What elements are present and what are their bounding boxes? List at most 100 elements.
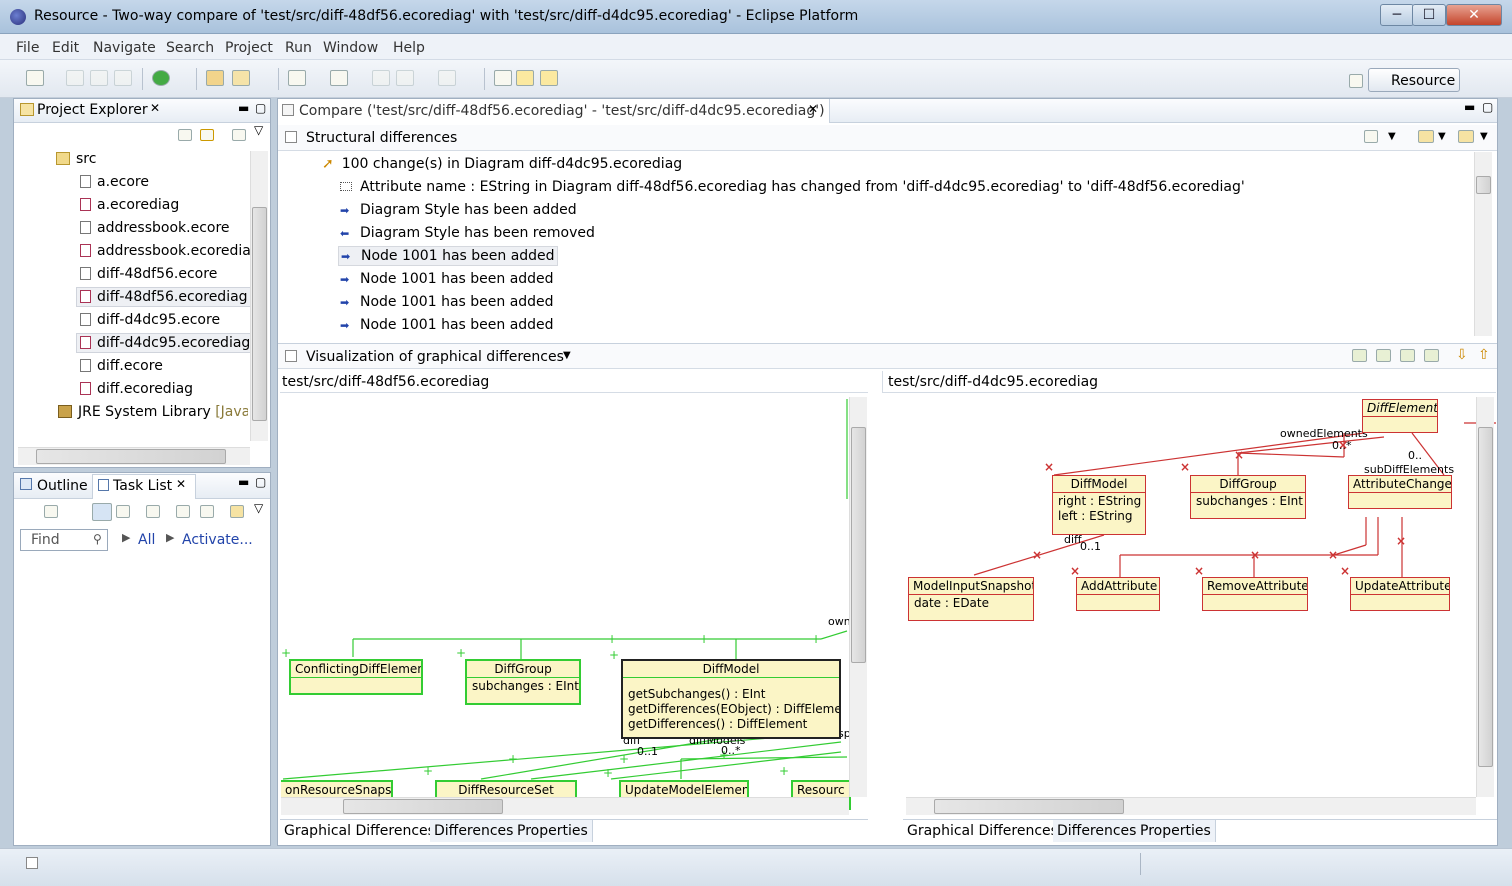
menu-file[interactable]: File xyxy=(16,40,40,56)
left-diagram-vscrollbar[interactable] xyxy=(849,397,867,797)
tree-item[interactable]: diff-48df56.ecore xyxy=(80,266,217,282)
class-conflicting-diff-element[interactable]: ConflictingDiffElement xyxy=(289,659,423,695)
maximize-view-icon[interactable]: ▢ xyxy=(1482,100,1494,114)
next-annotation-icon[interactable] xyxy=(288,70,306,86)
forward-icon[interactable] xyxy=(438,70,456,86)
close-icon[interactable]: ✕ xyxy=(176,477,187,491)
copy-right-icon[interactable] xyxy=(1352,349,1367,362)
right-diagram-hscrollbar[interactable] xyxy=(906,797,1476,815)
menu-edit[interactable]: Edit xyxy=(52,40,80,56)
tab-differences[interactable]: Differences xyxy=(430,820,519,842)
tree-item-src[interactable]: src xyxy=(56,151,96,167)
class-diffmodel-selected[interactable]: DiffModel getSubchanges() : EInt getDiff… xyxy=(621,659,841,739)
prev-diff-icon[interactable]: ⇧ xyxy=(1478,347,1490,363)
hide-completed-icon[interactable] xyxy=(176,505,190,518)
pencil-icon[interactable] xyxy=(232,70,250,86)
left-diagram-hscrollbar[interactable] xyxy=(281,797,849,815)
tab-properties[interactable]: Properties xyxy=(513,820,593,842)
chevron-down-icon[interactable]: ▼ xyxy=(1388,131,1396,142)
tree-item[interactable]: addressbook.ecorediag xyxy=(80,243,260,259)
diff-row[interactable]: Attribute name : EString in Diagram diff… xyxy=(340,179,1245,195)
tree-item[interactable]: a.ecore xyxy=(80,174,149,190)
activate-link[interactable]: Activate... xyxy=(182,532,253,548)
tree-item[interactable]: addressbook.ecore xyxy=(80,220,230,236)
class-remove-attribute[interactable]: RemoveAttribute xyxy=(1202,577,1308,611)
chevron-down-icon[interactable]: ▼ xyxy=(563,350,571,361)
sync-icon[interactable] xyxy=(230,505,244,518)
class-update-attribute[interactable]: UpdateAttribute xyxy=(1350,577,1450,611)
open-folder-icon[interactable] xyxy=(206,70,224,86)
menu-window[interactable]: Window xyxy=(323,40,379,56)
tab-graphical-differences[interactable]: Graphical Differences xyxy=(280,820,440,842)
warning-icon[interactable] xyxy=(516,70,534,86)
diff-row[interactable]: ⬅Diagram Style has been removed xyxy=(340,225,595,241)
class-model-input-snapshot[interactable]: ModelInputSnapshot date : EDate xyxy=(908,577,1034,621)
view-menu-icon[interactable]: ▽ xyxy=(254,123,264,137)
scheduled-icon[interactable] xyxy=(116,505,130,518)
tree-item-selected[interactable]: diff-48df56.ecorediag xyxy=(76,287,252,307)
class-add-attribute[interactable]: AddAttribute xyxy=(1076,577,1160,611)
tree-item-selected[interactable]: diff-d4dc95.ecorediag xyxy=(76,333,255,353)
menu-help[interactable]: Help xyxy=(393,40,425,56)
project-explorer-tab[interactable]: Project Explorer xyxy=(37,102,148,118)
tab-properties[interactable]: Properties xyxy=(1136,820,1216,842)
maximize-view-icon[interactable]: ▢ xyxy=(255,475,267,489)
run-icon[interactable] xyxy=(152,70,170,86)
save-icon[interactable] xyxy=(66,70,84,86)
copy-left-icon[interactable] xyxy=(1376,349,1391,362)
tree-item[interactable]: diff.ecore xyxy=(80,358,163,374)
save-all-icon[interactable] xyxy=(90,70,108,86)
tab-outline[interactable]: Outline xyxy=(37,478,88,494)
explorer-hscrollbar[interactable] xyxy=(18,447,250,465)
tree-item[interactable]: diff.ecorediag xyxy=(80,381,193,397)
tree-item[interactable]: a.ecorediag xyxy=(80,197,179,213)
chevron-down-icon[interactable]: ▼ xyxy=(1438,131,1446,142)
tab-graphical-differences[interactable]: Graphical Differences xyxy=(903,820,1063,842)
maximize-button[interactable]: ☐ xyxy=(1412,4,1446,26)
all-link[interactable]: All xyxy=(138,532,156,548)
fast-view-icon[interactable] xyxy=(26,857,38,869)
diff-row[interactable]: ➡Node 1001 has been added xyxy=(340,271,554,287)
close-icon[interactable]: ✕ xyxy=(808,102,819,116)
tree-item[interactable]: diff-d4dc95.ecore xyxy=(80,312,220,328)
tree-item-jre[interactable]: JRE System Library [JavaSE xyxy=(58,404,248,420)
back-icon[interactable] xyxy=(396,70,414,86)
class-diffgroup[interactable]: DiffGroup subchanges : EInt xyxy=(1190,475,1306,519)
merge-icon[interactable] xyxy=(1418,130,1434,143)
menu-search[interactable]: Search xyxy=(166,40,215,56)
close-button[interactable]: ✕ xyxy=(1446,4,1502,26)
diff-row-selected[interactable]: ➡Node 1001 has been added xyxy=(338,246,558,266)
new-task-icon[interactable] xyxy=(44,505,58,518)
maximize-view-icon[interactable]: ▢ xyxy=(255,101,267,115)
minimize-view-icon[interactable]: ▬ xyxy=(238,475,250,489)
print-icon[interactable] xyxy=(114,70,132,86)
diff-row[interactable]: ➡Node 1001 has been added xyxy=(340,294,554,310)
filter-icon[interactable] xyxy=(232,129,246,141)
focus-icon[interactable] xyxy=(146,505,160,518)
right-diagram-vscrollbar[interactable] xyxy=(1476,397,1494,797)
save-icon[interactable] xyxy=(1364,130,1378,143)
prev-annotation-icon[interactable] xyxy=(330,70,348,86)
view-menu-icon[interactable]: ▽ xyxy=(254,501,264,515)
right-diagram-canvas[interactable]: ×××× ××××××× ownedElements 0..* subDiffE… xyxy=(904,397,1496,817)
minimize-view-icon[interactable]: ▬ xyxy=(238,101,250,115)
categorized-icon[interactable] xyxy=(92,503,112,521)
class-attribute-change[interactable]: AttributeChange xyxy=(1348,475,1452,509)
diagram-icon[interactable] xyxy=(494,70,512,86)
link-editor-icon[interactable] xyxy=(200,129,214,141)
minimize-view-icon[interactable]: ▬ xyxy=(1464,100,1476,114)
collapse-all-icon[interactable] xyxy=(178,129,192,141)
copy-all-right-icon[interactable] xyxy=(1400,349,1415,362)
menu-project[interactable]: Project xyxy=(225,40,273,56)
compare-tab[interactable]: Compare ('test/src/diff-48df56.ecorediag… xyxy=(299,103,825,119)
open-folder-icon[interactable] xyxy=(1458,130,1474,143)
find-input[interactable]: Find ⚲ xyxy=(20,529,108,551)
copy-all-left-icon[interactable] xyxy=(1424,349,1439,362)
menu-navigate[interactable]: Navigate xyxy=(93,40,156,56)
new-icon[interactable] xyxy=(26,70,44,86)
diff-root[interactable]: ➚100 change(s) in Diagram diff-d4dc95.ec… xyxy=(322,156,683,172)
open-perspective-icon[interactable] xyxy=(1349,74,1363,88)
menu-run[interactable]: Run xyxy=(285,40,312,56)
left-diagram-canvas[interactable]: ++++++ ++++++ own diff diffModels 0..1 0… xyxy=(281,397,867,817)
class-diffgroup[interactable]: DiffGroup subchanges : EInt xyxy=(465,659,581,705)
